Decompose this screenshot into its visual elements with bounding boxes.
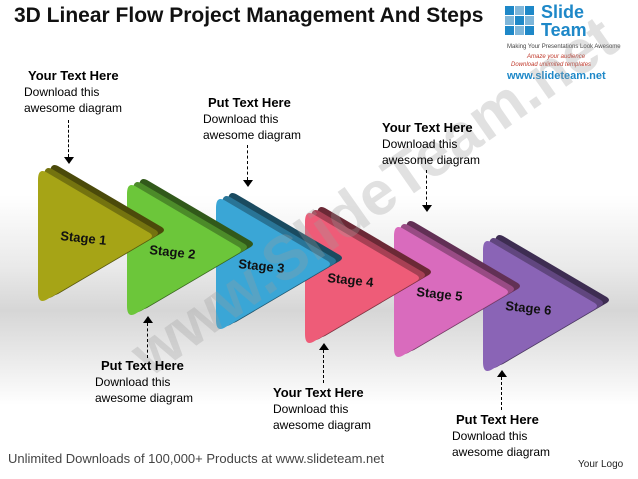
stage-1-label: Stage 1 (60, 228, 108, 248)
callout-2: Put Text Here Download this awesome diag… (203, 95, 301, 143)
arrow-down-1 (63, 120, 75, 164)
your-logo-placeholder: Your Logo (578, 459, 624, 470)
stage-5-label: Stage 5 (416, 284, 464, 304)
footer-text: Unlimited Downloads of 100,000+ Products… (8, 451, 385, 466)
logo-tagline: Making Your Presentations Look Awesome (507, 44, 621, 50)
callout-line: Download this (273, 402, 349, 416)
stage-5-triangle (394, 227, 508, 357)
arrow-down-3 (421, 170, 433, 212)
callout-line: awesome diagram (273, 418, 372, 432)
callout-line: awesome diagram (382, 153, 481, 167)
callout-heading: Put Text Here (101, 358, 184, 373)
callout-line: awesome diagram (452, 445, 551, 459)
callout-heading: Put Text Here (456, 412, 539, 427)
callout-heading: Your Text Here (273, 385, 364, 400)
callout-3: Your Text Here Download this awesome dia… (382, 120, 480, 168)
arrow-up-5 (318, 343, 330, 383)
logo-line-amaze: Amaze your audience (527, 54, 586, 60)
stage-1-triangle (38, 171, 152, 301)
callout-line: Download this (24, 85, 100, 99)
stage-4-label: Stage 4 (327, 270, 375, 290)
callout-heading: Put Text Here (208, 95, 291, 110)
callout-heading: Your Text Here (382, 120, 473, 135)
callout-heading: Your Text Here (28, 68, 119, 83)
stage-6-triangle (483, 241, 597, 371)
arrow-down-2 (242, 145, 254, 187)
logo-line-download: Download unlimited templates (511, 62, 592, 68)
stage-3-label: Stage 3 (238, 256, 286, 276)
logo-name-slide: Slide (541, 2, 585, 22)
arrow-up-4 (142, 316, 154, 358)
logo-name-team: Team (541, 20, 587, 40)
page-title: 3D Linear Flow Project Management And St… (14, 4, 484, 27)
stage-3-triangle (216, 199, 330, 329)
slideteam-logo: Slide Team Making Your Presentations Loo… (497, 0, 638, 90)
stage-2-label: Stage 2 (149, 242, 197, 262)
callout-1: Your Text Here Download this awesome dia… (24, 68, 122, 116)
callout-line: awesome diagram (24, 101, 123, 115)
callout-line: Download this (203, 112, 279, 126)
callout-line: awesome diagram (95, 391, 194, 405)
stage-6-label: Stage 6 (505, 298, 553, 318)
callout-line: Download this (452, 429, 528, 443)
callout-line: awesome diagram (203, 128, 302, 142)
stage-2-triangle (127, 185, 241, 315)
callout-4: Put Text Here Download this awesome diag… (95, 358, 193, 406)
arrow-up-6 (496, 370, 508, 410)
callout-5: Your Text Here Download this awesome dia… (273, 385, 371, 433)
logo-url: www.slideteam.net (507, 70, 606, 82)
stage-4-triangle (305, 213, 419, 343)
callout-line: Download this (95, 375, 171, 389)
slideteam-logo-icon (505, 6, 534, 35)
callout-6: Put Text Here Download this awesome diag… (452, 412, 550, 460)
callout-line: Download this (382, 137, 458, 151)
